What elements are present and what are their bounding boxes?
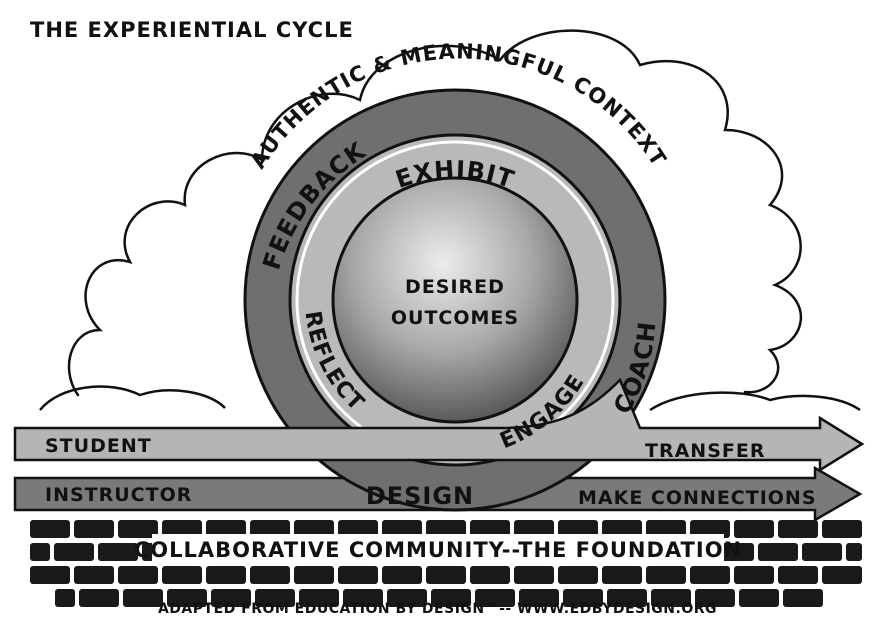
brick	[250, 520, 290, 538]
brick	[250, 566, 290, 584]
brick	[690, 566, 730, 584]
brick	[846, 543, 862, 561]
brick	[470, 566, 510, 584]
brick	[690, 520, 730, 538]
instructor-label: INSTRUCTOR	[45, 484, 192, 506]
design-label: DESIGN	[366, 482, 474, 510]
center-line1: DESIRED	[405, 276, 505, 298]
student-label: STUDENT	[45, 435, 152, 457]
brick	[338, 520, 378, 538]
cloud-curl-left	[39, 385, 226, 411]
brick	[167, 589, 207, 607]
brick	[739, 589, 779, 607]
brick	[802, 543, 842, 561]
brick	[602, 566, 642, 584]
brick	[734, 566, 774, 584]
brick	[206, 566, 246, 584]
brick	[55, 589, 75, 607]
brick	[74, 566, 114, 584]
brick	[30, 520, 70, 538]
brick	[514, 566, 554, 584]
brick	[426, 520, 466, 538]
brick	[30, 543, 50, 561]
brick	[475, 589, 515, 607]
center-line2: OUTCOMES	[391, 307, 519, 329]
brick	[646, 566, 686, 584]
make-connections-label: MAKE CONNECTIONS	[578, 487, 817, 509]
brick	[514, 520, 554, 538]
brick	[98, 543, 138, 561]
brick	[387, 589, 427, 607]
brick	[651, 589, 691, 607]
brick	[558, 520, 598, 538]
credit-line: ADAPTED FROM EDUCATION BY DESIGN™-- WWW.…	[157, 601, 718, 617]
brick	[519, 589, 559, 607]
brick	[602, 520, 642, 538]
brick	[558, 566, 598, 584]
cloud-curl-right	[649, 391, 861, 412]
brick	[294, 566, 334, 584]
transfer-label: TRANSFER	[645, 440, 765, 462]
outcomes-sphere	[331, 176, 579, 424]
brick	[123, 589, 163, 607]
track-upper-arrow	[13, 377, 865, 473]
brick	[382, 566, 422, 584]
foundation-label-box	[152, 534, 724, 564]
brick	[162, 566, 202, 584]
brick	[563, 589, 603, 607]
brick	[783, 589, 823, 607]
brick	[822, 566, 862, 584]
brick	[118, 566, 158, 584]
brick	[74, 520, 114, 538]
brick	[118, 520, 158, 538]
foundation-label: COLLABORATIVE COMMUNITY--THE FOUNDATION	[134, 538, 742, 562]
brick	[426, 566, 466, 584]
brick	[162, 520, 202, 538]
brick	[607, 589, 647, 607]
brick	[30, 566, 70, 584]
brick	[299, 589, 339, 607]
brick	[778, 520, 818, 538]
brick	[294, 520, 334, 538]
brick	[54, 543, 94, 561]
brick	[778, 566, 818, 584]
brick	[79, 589, 119, 607]
brick	[822, 520, 862, 538]
brick	[734, 520, 774, 538]
brick	[470, 520, 510, 538]
brick	[431, 589, 471, 607]
brick	[646, 520, 686, 538]
cloud-outline	[67, 29, 803, 397]
brick	[206, 520, 246, 538]
brick	[758, 543, 798, 561]
brick	[338, 566, 378, 584]
diagram-title: THE EXPERIENTIAL CYCLE	[30, 18, 354, 42]
brick	[255, 589, 295, 607]
brick	[211, 589, 251, 607]
brick	[343, 589, 383, 607]
brick	[382, 520, 422, 538]
brick	[695, 589, 735, 607]
